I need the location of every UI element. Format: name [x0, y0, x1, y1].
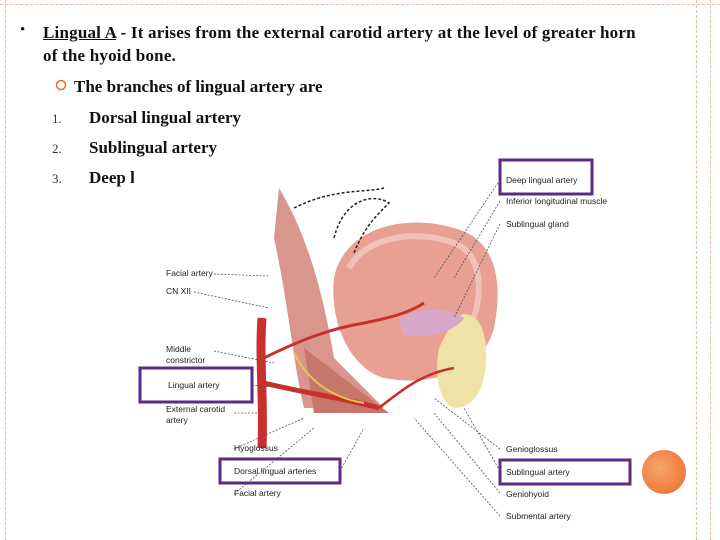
- label-sublingual-gland: Sublingual gland: [506, 219, 569, 229]
- frame-left-line: [5, 0, 6, 540]
- label-facial-artery: Facial artery: [166, 268, 214, 278]
- label-deep-lingual-artery: Deep lingual artery: [506, 175, 578, 185]
- list-number: 3.: [52, 171, 62, 187]
- label-inferior-longitudinal: Inferior longitudinal muscle: [506, 196, 607, 206]
- lingual-artery-figure: Facial artery CN XII Middle constrictor …: [134, 158, 639, 540]
- label-artery: artery: [166, 415, 188, 425]
- heading-term: Lingual A: [43, 23, 116, 42]
- label-external-carotid: External carotid: [166, 404, 225, 414]
- frame-top-line: [0, 4, 720, 5]
- label-geniohyoid: Geniohyoid: [506, 489, 549, 499]
- label-facial-artery-lower: Facial artery: [234, 488, 282, 498]
- label-constrictor: constrictor: [166, 355, 205, 365]
- heading-rest: - It arises from the external carotid ar…: [43, 23, 636, 65]
- label-dorsal-lingual-arteries: Dorsal lingual arteries: [234, 466, 316, 476]
- label-submental-artery: Submental artery: [506, 511, 571, 521]
- label-hyoglossus: Hyoglossus: [234, 443, 278, 453]
- external-carotid-shape: [261, 318, 262, 448]
- label-lingual-artery: Lingual artery: [168, 380, 220, 390]
- hollow-bullet-icon: [55, 79, 67, 91]
- label-cn-xii: CN XII: [166, 286, 191, 296]
- main-paragraph: Lingual A - It arises from the external …: [43, 21, 653, 67]
- list-item-dorsal: Dorsal lingual artery: [89, 108, 241, 128]
- accent-circle: [642, 450, 686, 494]
- sub-heading: The branches of lingual artery are: [74, 77, 323, 97]
- list-item-sublingual: Sublingual artery: [89, 138, 217, 158]
- label-middle: Middle: [166, 344, 191, 354]
- label-genioglossus: Genioglossus: [506, 444, 558, 454]
- list-number: 2.: [52, 141, 62, 157]
- list-number: 1.: [52, 111, 62, 127]
- main-bullet: •: [20, 22, 25, 39]
- frame-right-line-2: [710, 0, 711, 540]
- frame-right-line: [696, 0, 697, 540]
- label-sublingual-artery: Sublingual artery: [506, 467, 571, 477]
